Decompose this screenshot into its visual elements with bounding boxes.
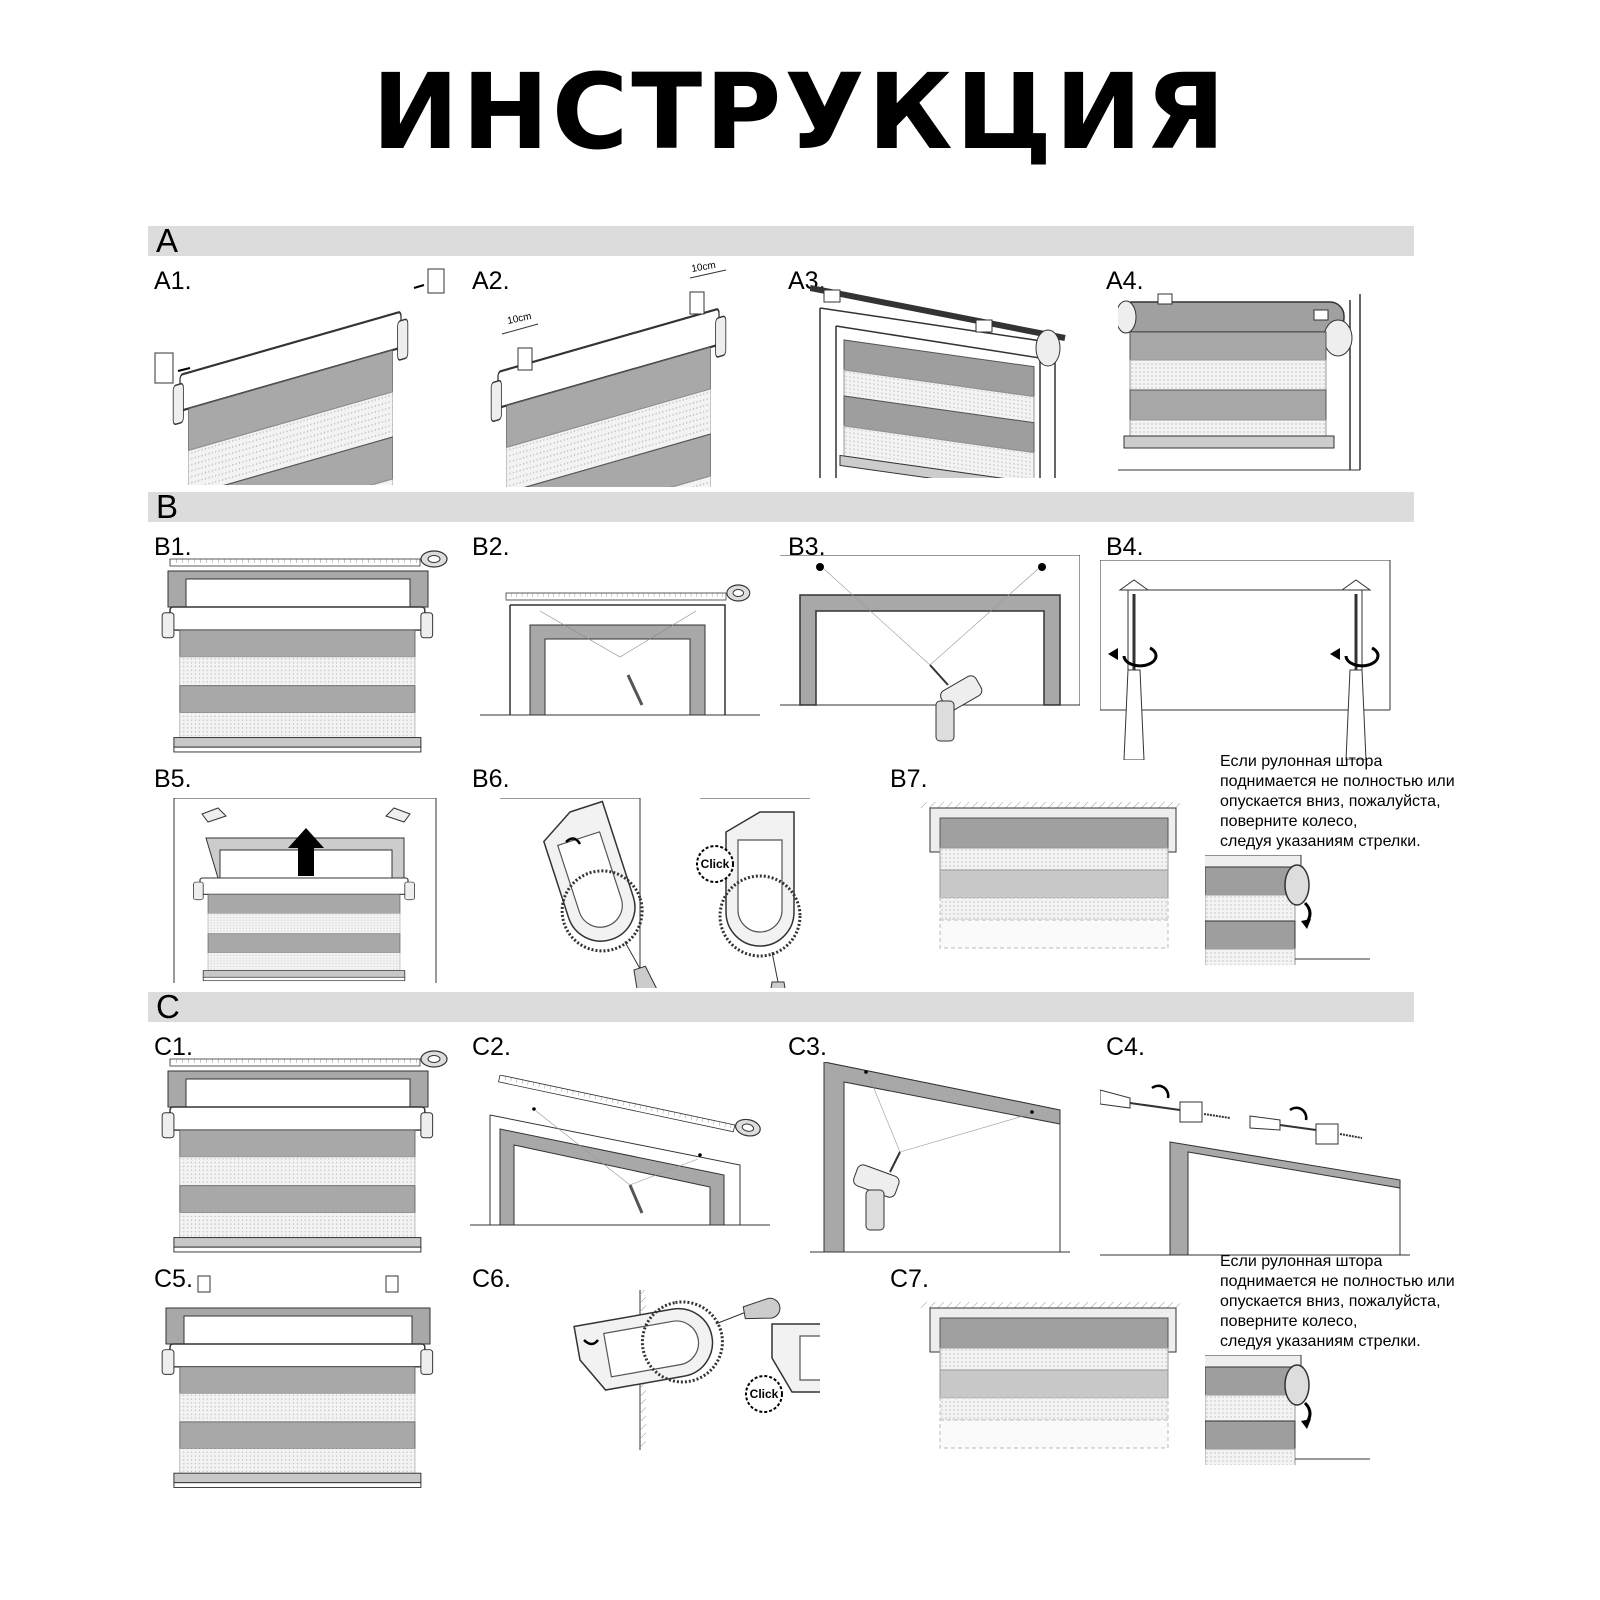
step-b3-label: B3. xyxy=(788,533,826,561)
figure-a1 xyxy=(154,268,445,485)
step-b4-label: B4. xyxy=(1106,533,1144,561)
measure-label: 10cm xyxy=(506,311,532,327)
figure-c6: Click xyxy=(571,1290,820,1450)
measuring-tape-icon xyxy=(497,1075,763,1139)
figure-b5 xyxy=(173,798,437,983)
drill-icon xyxy=(929,664,983,742)
section-b-header: B xyxy=(148,488,1414,525)
screwdriver-icon xyxy=(1118,579,1150,760)
figure-c2 xyxy=(470,1075,770,1226)
figure-b7 xyxy=(920,802,1180,949)
pencil-icon xyxy=(628,1184,644,1214)
note-line: следуя указаниям стрелки. xyxy=(1220,1333,1421,1350)
section-c-label: C xyxy=(156,988,180,1025)
figure-c7 xyxy=(920,1302,1180,1449)
note-line: Если рулонная штора xyxy=(1220,1253,1383,1270)
click-label: Click xyxy=(701,857,730,871)
figure-c5 xyxy=(161,1275,434,1489)
note-line: поднимается не полностью или xyxy=(1220,773,1455,790)
measuring-tape-icon xyxy=(169,550,448,568)
step-c7-label: C7. xyxy=(890,1265,929,1293)
screwdriver-icon xyxy=(1340,579,1372,760)
figure-a3 xyxy=(810,285,1066,478)
figure-a2: 10cm 10cm xyxy=(490,262,727,487)
note-line: поднимается не полностью или xyxy=(1220,1273,1455,1290)
pencil-icon xyxy=(626,674,644,706)
step-c5-label: C5. xyxy=(154,1265,193,1293)
section-c-header: C xyxy=(148,988,1414,1025)
figure-b2 xyxy=(480,584,760,716)
click-label: Click xyxy=(750,1387,779,1401)
page-title: ИНСТРУКЦИЯ xyxy=(371,51,1229,173)
arrow-up-icon xyxy=(288,828,324,876)
figure-c4 xyxy=(1100,1084,1410,1256)
measuring-tape-icon xyxy=(505,584,751,602)
step-a2-label: A2. xyxy=(472,267,510,295)
bracket-icon xyxy=(154,352,174,384)
screwdriver-icon xyxy=(1100,1089,1181,1111)
figure-b3 xyxy=(780,555,1080,742)
figure-b1 xyxy=(161,550,448,753)
bracket-icon xyxy=(385,1275,399,1293)
note-c7: Если рулонная штора поднимается не полно… xyxy=(1220,1252,1490,1352)
section-a-header: A xyxy=(148,222,1414,259)
section-b-label: B xyxy=(156,488,179,525)
step-c4-label: C4. xyxy=(1106,1033,1145,1061)
wheel-icon xyxy=(1205,855,1313,965)
step-b6-label: B6. xyxy=(472,765,510,793)
figure-a4 xyxy=(1118,293,1361,471)
figure-b4 xyxy=(1100,560,1391,760)
step-a4-label: A4. xyxy=(1106,267,1144,295)
measure-label: 10cm xyxy=(691,262,717,275)
step-b2-label: B2. xyxy=(472,533,510,561)
wheel-icon xyxy=(1205,1355,1313,1465)
figure-c3 xyxy=(810,1062,1070,1253)
step-c2-label: C2. xyxy=(472,1033,511,1061)
note-b7: Если рулонная штора поднимается не полно… xyxy=(1220,752,1490,852)
step-b7-label: B7. xyxy=(890,765,928,793)
figure-b6: Click xyxy=(500,798,810,988)
step-b5-label: B5. xyxy=(154,765,192,793)
bracket-icon xyxy=(197,1275,211,1293)
step-a1-label: A1. xyxy=(154,267,192,295)
screwdriver-icon xyxy=(1249,1115,1317,1131)
measuring-tape-icon xyxy=(169,1050,448,1068)
step-b1-label: B1. xyxy=(154,533,192,561)
note-line: опускается вниз, пожалуйста, xyxy=(1220,793,1441,810)
bracket-icon xyxy=(427,268,445,294)
note-line: поверните колесо, xyxy=(1220,1313,1358,1330)
note-line: следуя указаниям стрелки. xyxy=(1220,833,1421,850)
figure-c1 xyxy=(161,1050,448,1253)
step-c6-label: C6. xyxy=(472,1265,511,1293)
figure-c7-detail xyxy=(1205,1355,1370,1465)
section-a-label: A xyxy=(156,222,179,259)
drill-icon xyxy=(853,1151,901,1231)
step-c1-label: C1. xyxy=(154,1033,193,1061)
step-c3-label: C3. xyxy=(788,1033,827,1061)
note-line: опускается вниз, пожалуйста, xyxy=(1220,1293,1441,1310)
note-line: поверните колесо, xyxy=(1220,813,1358,830)
figure-b7-detail xyxy=(1205,855,1370,965)
note-line: Если рулонная штора xyxy=(1220,753,1383,770)
